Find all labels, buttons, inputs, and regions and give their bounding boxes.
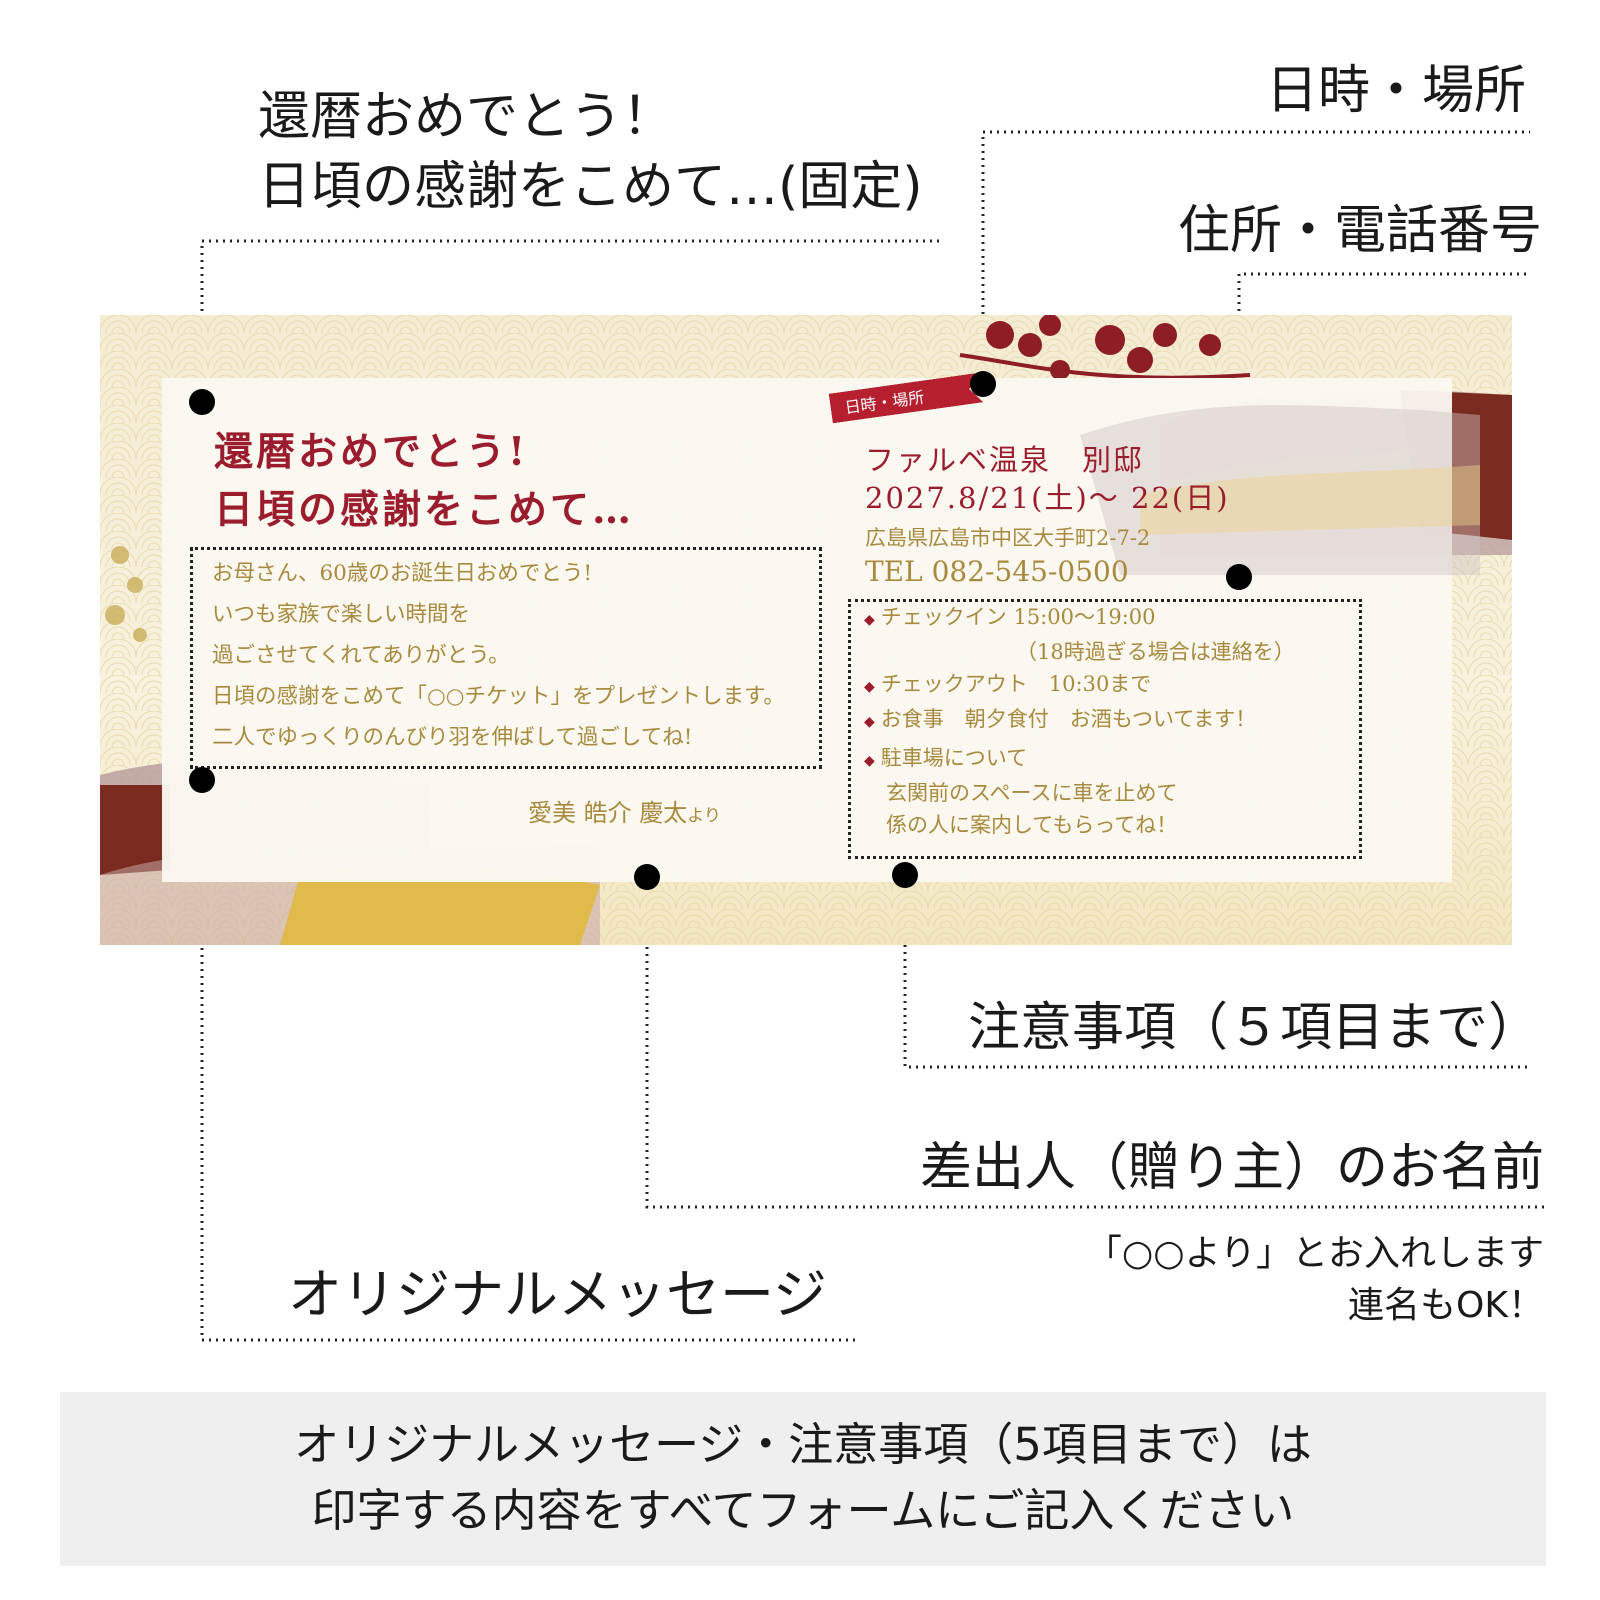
diamond-bullet-icon: ◆ bbox=[864, 714, 875, 730]
footer-text: オリジナルメッセージ・注意事項（5項目まで）は 印字する内容をすべてフォームにご… bbox=[60, 1412, 1546, 1544]
callout-sender-note-line1: 「○○より」とお入れします bbox=[1085, 1233, 1544, 1274]
marker-dot-heading bbox=[189, 389, 215, 415]
callout-original-message: オリジナルメッセージ bbox=[288, 1263, 827, 1326]
note-item-sub: 玄関前のスペースに車を止めて bbox=[886, 781, 1178, 805]
note-item: ◆お食事 朝夕食付 お酒もついてます！ bbox=[864, 707, 1257, 731]
note-item-sub: （18時過ぎる場合は連絡を） bbox=[1016, 640, 1295, 664]
marker-dot-sender bbox=[634, 864, 660, 890]
ticket-heading: 還暦おめでとう! 日頃の感謝をこめて… bbox=[214, 423, 634, 539]
panel-mountains bbox=[1080, 405, 1480, 575]
diamond-bullet-icon: ◆ bbox=[864, 612, 875, 628]
sender: 愛美 皓介 慶太より bbox=[528, 793, 721, 828]
callout-sender-name: 差出人（贈り主）のお名前 bbox=[919, 1138, 1544, 1198]
message-line: いつも家族で楽しい時間を bbox=[212, 602, 471, 627]
footer-line2: 印字する内容をすべてフォームにご記入ください bbox=[311, 1484, 1295, 1537]
message-box bbox=[190, 547, 822, 769]
callout-notes: 注意事項（５項目まで） bbox=[967, 998, 1540, 1058]
callout-fixed-heading-line1: 還暦おめでとう！ bbox=[258, 87, 675, 147]
callout-datetime-place: 日時・場所 bbox=[1265, 61, 1526, 121]
ticket-heading-line1: 還暦おめでとう! bbox=[214, 429, 529, 475]
footer-line1: オリジナルメッセージ・注意事項（5項目まで）は bbox=[294, 1418, 1312, 1471]
note-item: ◆チェックアウト 10:30まで bbox=[864, 672, 1152, 696]
telephone: TEL 082-545-0500 bbox=[865, 555, 1129, 588]
message-line: お母さん、60歳のお誕生日おめでとう! bbox=[212, 561, 592, 586]
callout-fixed-heading: 還暦おめでとう！ 日頃の感謝をこめて…(固定) bbox=[258, 82, 923, 222]
note-item: ◆駐車場について bbox=[864, 746, 1028, 770]
marker-dot-notes bbox=[892, 862, 918, 888]
callout-sender-note: 「○○より」とお入れします 連名もOK！ bbox=[1086, 1228, 1544, 1332]
message-line: 二人でゆっくりのんびり羽を伸ばして過ごしてね! bbox=[212, 725, 693, 750]
message-line: 過ごさせてくれてありがとう。 bbox=[212, 643, 510, 668]
notes-box bbox=[848, 599, 1362, 859]
place-name: ファルベ温泉 別邸 bbox=[865, 443, 1145, 477]
diamond-bullet-icon: ◆ bbox=[864, 679, 875, 695]
ticket-preview: 還暦おめでとう! 日頃の感謝をこめて… お母さん、60歳のお誕生日おめでとう! … bbox=[100, 315, 1512, 945]
marker-dot-datetime bbox=[970, 371, 996, 397]
diamond-bullet-icon: ◆ bbox=[864, 753, 875, 769]
original-message: お母さん、60歳のお誕生日おめでとう! いつも家族で楽しい時間を 過ごさせてくれ… bbox=[212, 553, 785, 758]
footer-note: オリジナルメッセージ・注意事項（5項目まで）は 印字する内容をすべてフォームにご… bbox=[60, 1392, 1546, 1566]
note-item: ◆チェックイン 15:00～19:00 bbox=[864, 605, 1156, 629]
marker-dot-address bbox=[1226, 564, 1252, 590]
callout-address-phone: 住所・電話番号 bbox=[1177, 201, 1542, 261]
date-range: 2027.8/21(土)～ 22(日) bbox=[865, 481, 1230, 515]
sender-names: 愛美 皓介 慶太 bbox=[528, 799, 688, 827]
marker-dot-message bbox=[189, 767, 215, 793]
address: 広島県広島市中区大手町2-7-2 bbox=[865, 526, 1151, 550]
ticket-panel bbox=[162, 378, 1452, 882]
message-line: 日頃の感謝をこめて「○○チケット」をプレゼントします。 bbox=[212, 684, 785, 709]
sender-suffix: より bbox=[687, 806, 721, 826]
ticket-heading-line2: 日頃の感謝をこめて… bbox=[214, 487, 635, 533]
callout-fixed-heading-line2: 日頃の感謝をこめて…(固定) bbox=[258, 157, 923, 217]
notes-list: ◆チェックイン 15:00～19:00 （18時過ぎる場合は連絡を） ◆チェック… bbox=[864, 601, 1295, 841]
note-item-sub: 係の人に案内してもらってね！ bbox=[886, 813, 1178, 837]
callout-sender-note-line2: 連名もOK！ bbox=[1348, 1285, 1544, 1326]
